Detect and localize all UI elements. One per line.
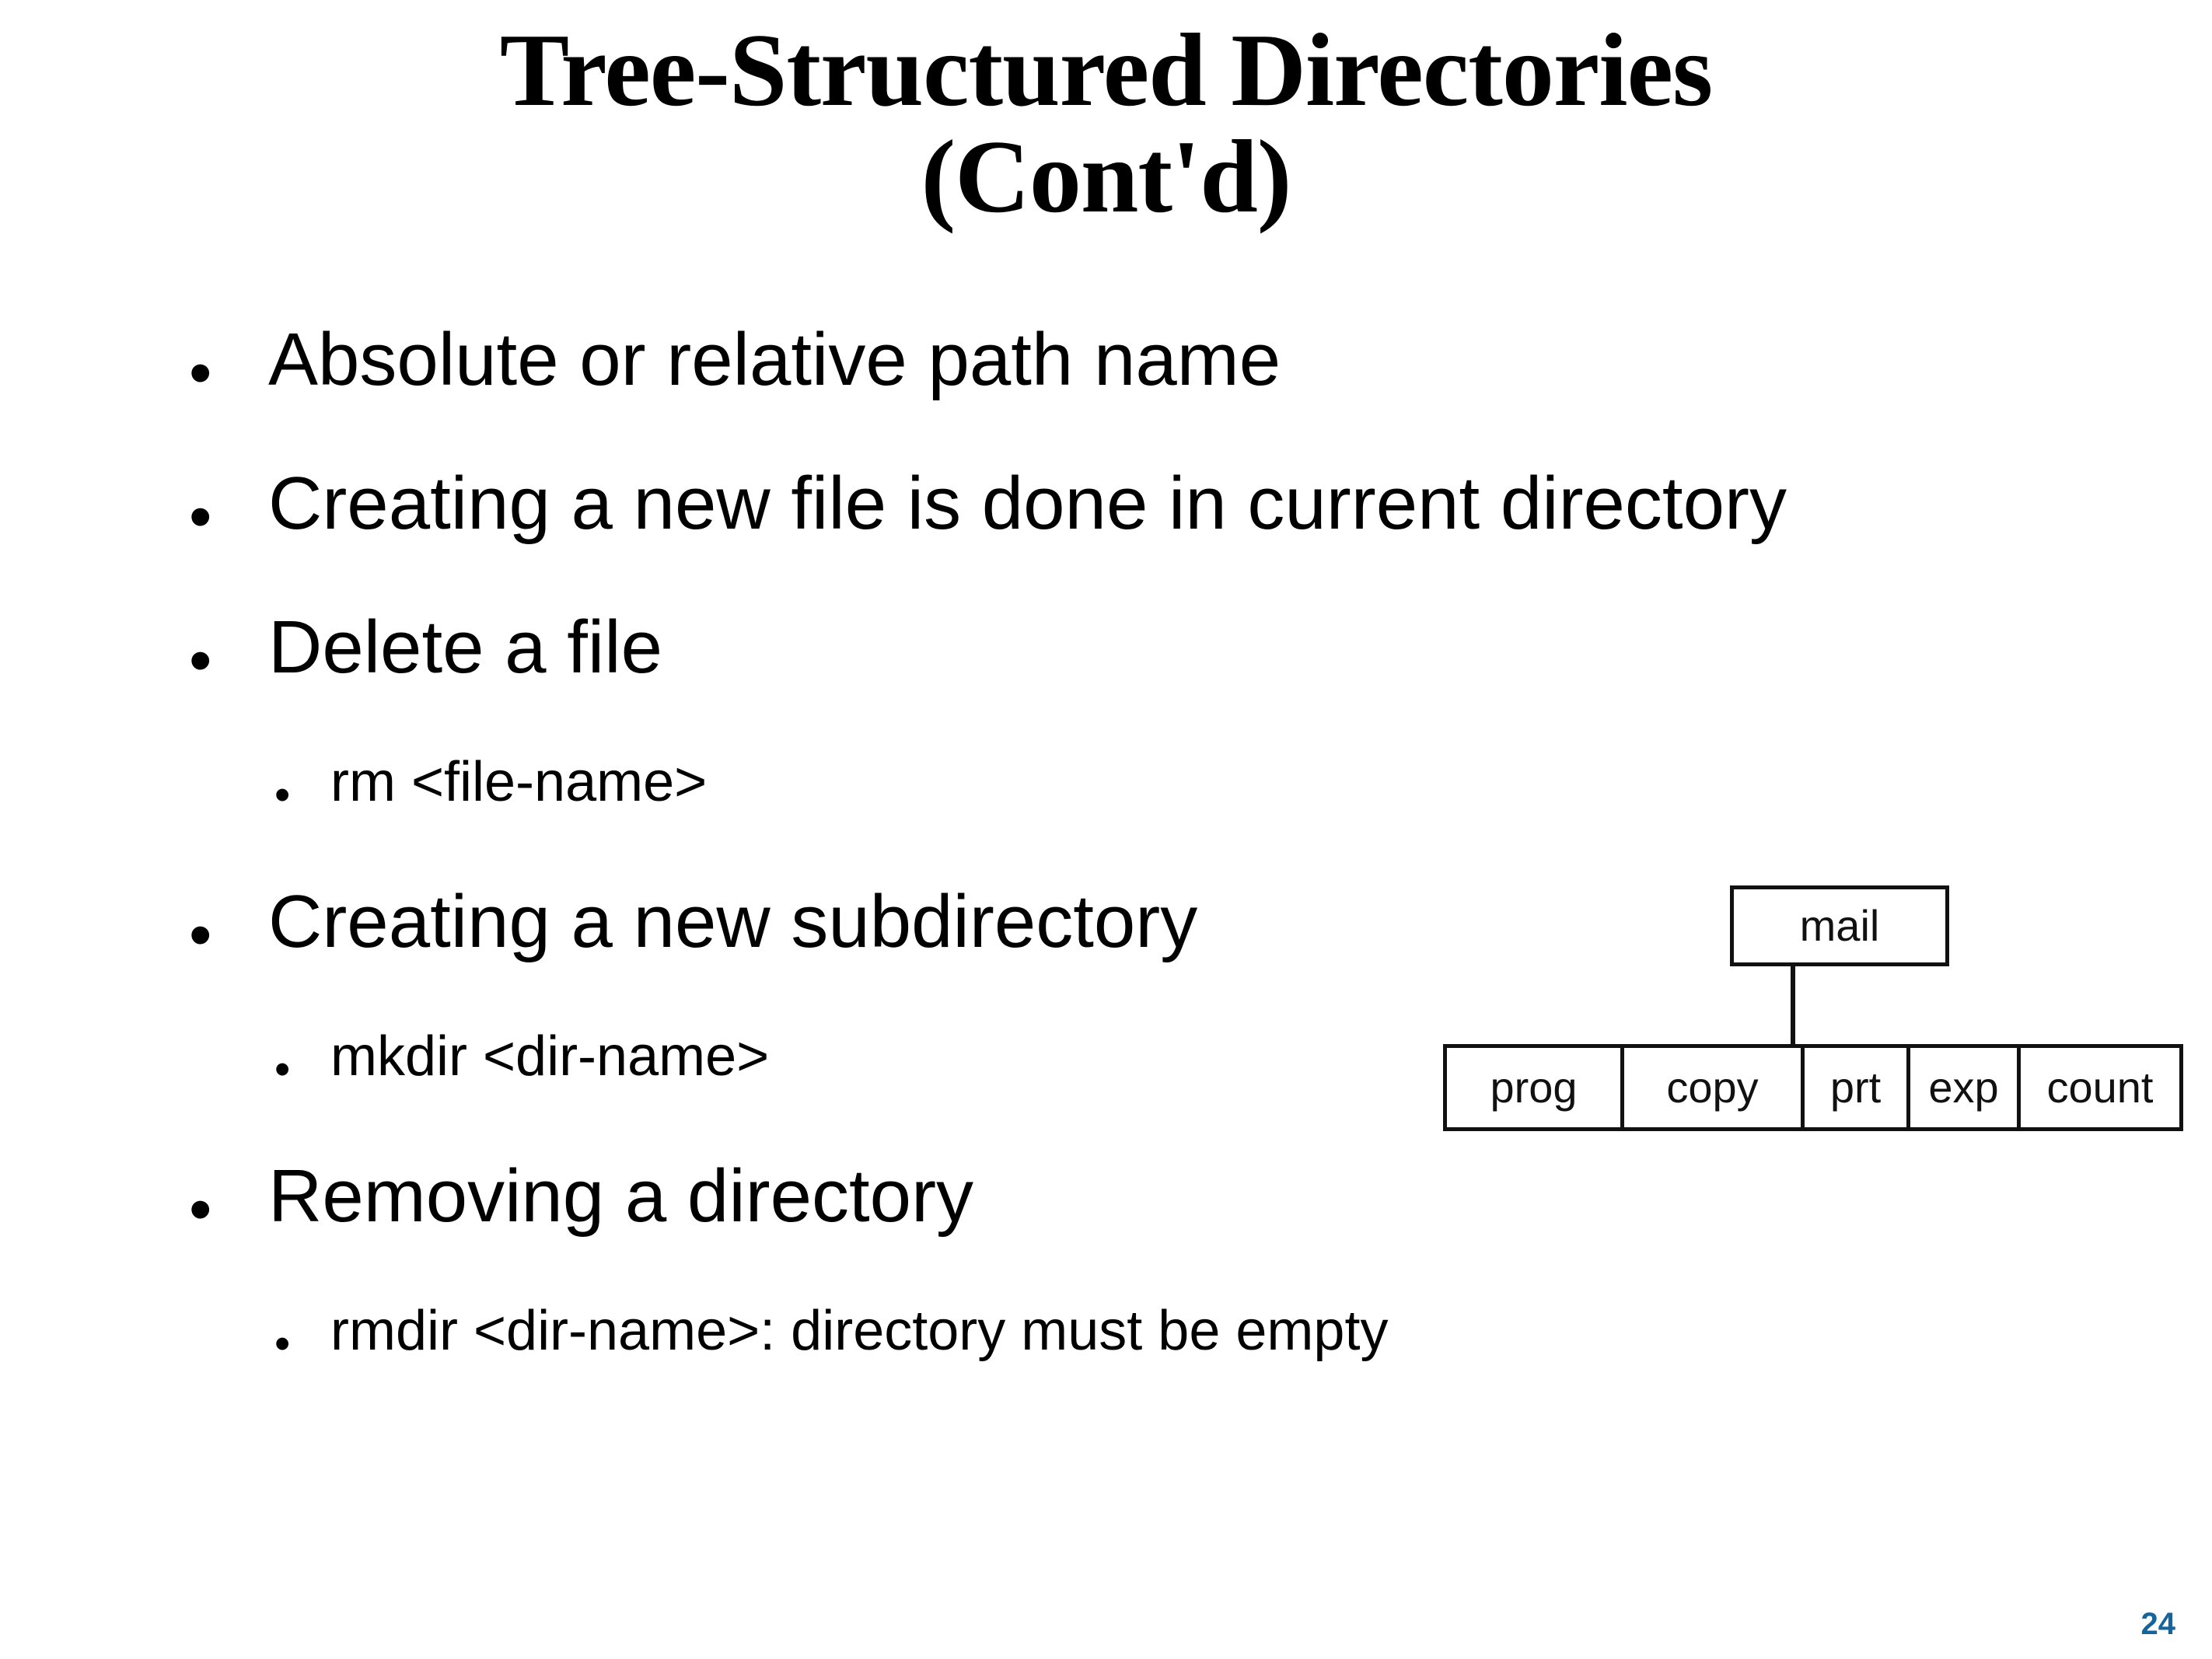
bullet-marker-icon: •	[274, 1318, 291, 1369]
tree-node-child-label: prt	[1829, 1063, 1882, 1112]
bullet-text: Creating a new subdirectory	[268, 880, 1198, 963]
bullet-item: •Removing a directory	[0, 1159, 2212, 1303]
tree-connector-line	[1791, 966, 1795, 1044]
bullet-item: •Delete a file	[0, 610, 2212, 754]
tree-node-child: prog	[1443, 1044, 1620, 1131]
bullet-marker-icon: •	[274, 770, 291, 820]
bullet-marker-icon: •	[189, 336, 212, 409]
tree-node-root-label: mail	[1799, 901, 1880, 950]
title-line-1: Tree-Structured Directories	[499, 12, 1713, 127]
bullet-marker-icon: •	[189, 480, 212, 553]
bullet-text: Absolute or relative path name	[268, 318, 1281, 401]
bullet-marker-icon: •	[189, 898, 212, 971]
page-title: Tree-Structured Directories (Cont'd)	[0, 17, 2212, 229]
bullet-text: Creating a new file is done in current d…	[268, 462, 1787, 545]
bullet-item: •Absolute or relative path name	[0, 323, 2212, 466]
bullet-item: •Creating a new subdirectory	[0, 885, 2212, 1029]
bullet-item: •mkdir <dir-name>	[0, 1029, 2212, 1159]
tree-node-child: copy	[1620, 1044, 1801, 1131]
tree-node-child-label: prog	[1490, 1063, 1578, 1112]
bullet-item: • rmdir <dir-name>: directory must be emp…	[0, 1303, 2212, 1434]
title-line-2: (Cont'd)	[921, 118, 1292, 234]
page-number: 24	[2140, 1607, 2176, 1641]
bullet-item: • rm <file-name>	[0, 754, 2212, 885]
bullet-marker-icon: •	[274, 1044, 291, 1095]
tree-node-child: exp	[1906, 1044, 2017, 1131]
tree-node-child-label: count	[2046, 1063, 2154, 1112]
tree-node-root: mail	[1730, 885, 1949, 966]
bullet-text: mkdir <dir-name>	[330, 1025, 770, 1088]
bullet-text: Delete a file	[268, 606, 662, 689]
bullet-text: Removing a directory	[268, 1154, 974, 1238]
bullet-text: rmdir <dir-name>: directory must be empt…	[330, 1300, 1389, 1362]
bullet-item: •Creating a new file is done in current …	[0, 466, 2212, 610]
tree-node-child-label: exp	[1928, 1063, 1999, 1112]
tree-node-child: prt	[1801, 1044, 1906, 1131]
bullet-text: rm <file-name>	[330, 751, 708, 813]
tree-node-child: count	[2017, 1044, 2183, 1131]
tree-node-child-label: copy	[1666, 1063, 1759, 1112]
bullet-list: •Absolute or relative path name•Creating…	[0, 323, 2212, 1434]
bullet-marker-icon: •	[189, 623, 212, 697]
bullet-marker-icon: •	[189, 1172, 212, 1245]
